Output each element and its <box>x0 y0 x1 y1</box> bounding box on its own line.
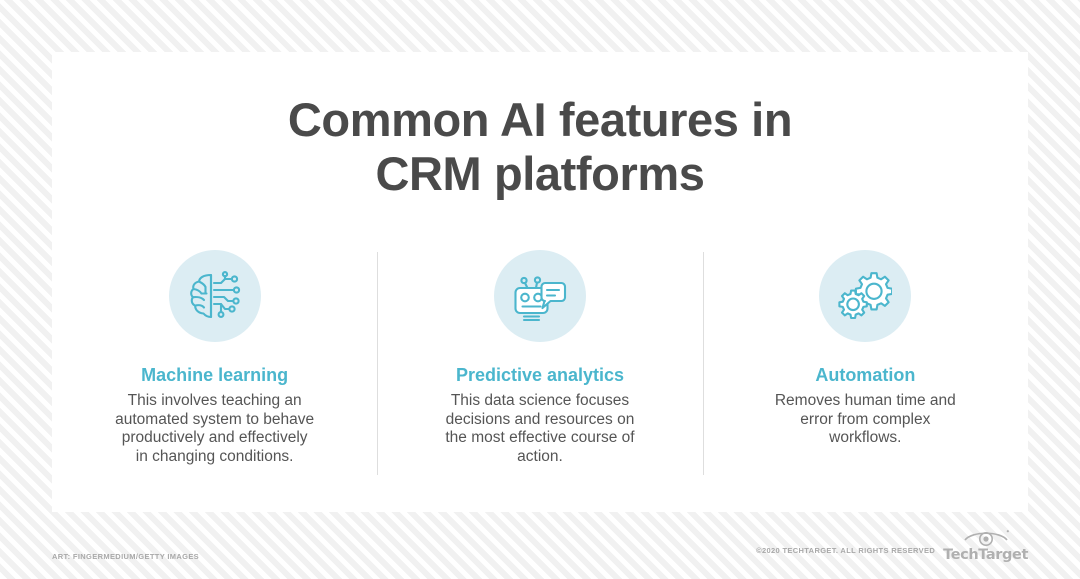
page-title: Common AI features in CRM platforms <box>52 52 1028 201</box>
infographic-card: Common AI features in CRM platforms <box>52 52 1028 512</box>
brain-circuit-icon <box>168 250 261 342</box>
feature-description: This data science focuses decisions and … <box>445 392 635 465</box>
footer-branding: ©2020 TECHTARGET. ALL RIGHTS RESERVED Te… <box>756 527 1028 563</box>
feature-heading: Machine learning <box>141 365 289 385</box>
feature-description: Removes human time and error from comple… <box>774 392 956 446</box>
feature-column-automation: Automation Removes human time and error … <box>702 250 1028 475</box>
eye-icon <box>963 530 1009 546</box>
feature-heading: Automation <box>815 365 916 385</box>
page-title-line-2: CRM platforms <box>375 147 705 200</box>
logo-wordmark: TechTarget <box>943 547 1028 563</box>
feature-column-predictive-analytics: Predictive analytics This data science f… <box>377 250 702 475</box>
feature-column-machine-learning: Machine learning This involves teaching … <box>52 250 377 466</box>
gears-icon <box>819 250 912 342</box>
page-title-line-1: Common AI features in <box>287 93 793 146</box>
feature-description: This involves teaching an automated syst… <box>115 392 315 465</box>
techtarget-logo: TechTarget <box>943 527 1028 563</box>
feature-columns: Machine learning This involves teaching … <box>52 250 1028 475</box>
art-credit: ART: FINGERMEDIUM/GETTY IMAGES <box>52 552 200 561</box>
feature-heading: Predictive analytics <box>455 365 625 385</box>
chatbot-speech-bubble-icon <box>493 250 586 342</box>
copyright-notice: ©2020 TECHTARGET. ALL RIGHTS RESERVED <box>756 545 936 555</box>
